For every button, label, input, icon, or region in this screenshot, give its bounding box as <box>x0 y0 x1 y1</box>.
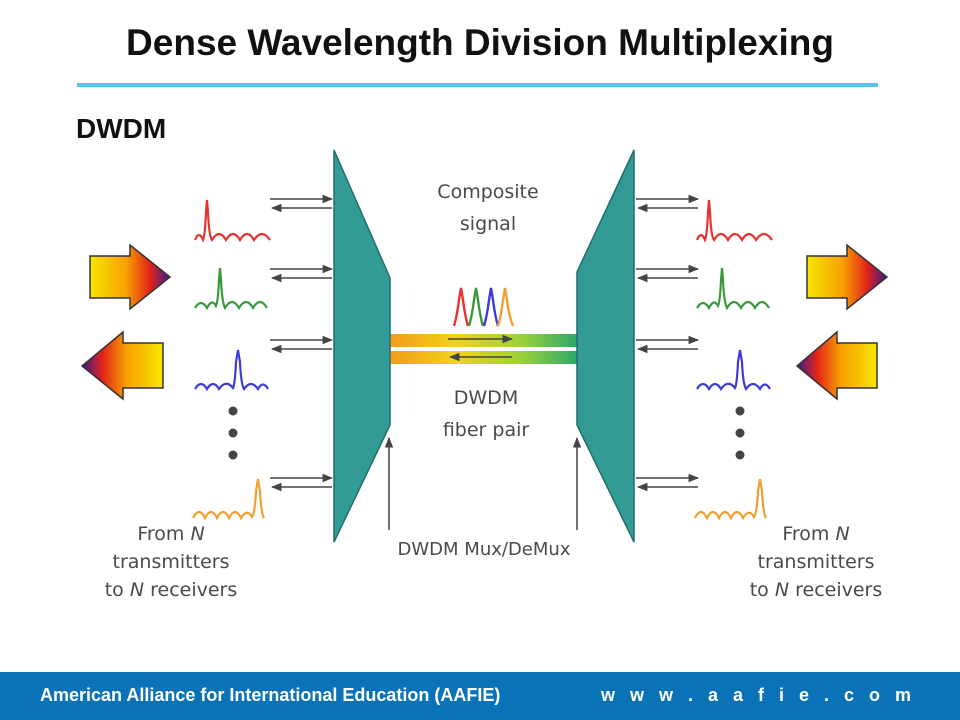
mux-demux-label: DWDM Mux/DeMux <box>397 539 571 560</box>
footer-website[interactable]: w w w . a a f i e . c o m <box>600 685 916 705</box>
right-caption-line1: From N <box>782 523 850 545</box>
right-caption: From N transmitters to N receivers <box>731 520 901 604</box>
dwdm-diagram <box>80 149 889 543</box>
right-red-spectrum <box>695 199 773 243</box>
composite-signal-label: Composite signal <box>418 178 558 238</box>
left-input-arrow <box>89 243 172 311</box>
right-blue-spectrum <box>696 349 771 392</box>
composite-signal-peaks <box>452 287 515 327</box>
left-caption: From N transmitters to N receivers <box>86 520 256 604</box>
slide-subtitle: DWDM <box>76 113 167 144</box>
title-underline <box>77 83 878 87</box>
left-red-spectrum <box>193 199 271 243</box>
composite-signal-line1: Composite <box>437 181 539 203</box>
fiber-pair-line1: DWDM <box>453 387 519 409</box>
fiber-pair-label: DWDM fiber pair <box>418 384 554 444</box>
right-caption-line3: to N receivers <box>749 579 883 601</box>
right-ellipsis-dots <box>735 406 745 460</box>
right-demux-block <box>576 149 635 543</box>
right-orange-spectrum <box>694 478 767 521</box>
footer-bar: American Alliance for International Educ… <box>0 672 960 720</box>
left-mux-block <box>333 149 391 543</box>
left-channel-arrows <box>270 194 334 492</box>
left-ellipsis-dots <box>228 406 238 460</box>
right-caption-line2: transmitters <box>757 551 875 573</box>
left-green-spectrum <box>194 267 268 311</box>
fiber-top <box>388 334 578 347</box>
left-blue-spectrum <box>194 349 269 392</box>
left-caption-line2: transmitters <box>112 551 230 573</box>
fiber-pair-line2: fiber pair <box>442 419 530 441</box>
right-channel-arrows <box>636 194 700 492</box>
left-output-arrow <box>80 330 164 401</box>
left-caption-line3: to N receivers <box>104 579 238 601</box>
right-green-spectrum <box>696 267 770 311</box>
left-caption-line1: From N <box>137 523 205 545</box>
right-output-arrow <box>806 243 889 311</box>
right-input-arrow <box>795 330 878 401</box>
slide-title: Dense Wavelength Division Multiplexing <box>126 22 834 63</box>
left-orange-spectrum <box>192 478 265 521</box>
composite-signal-line2: signal <box>459 213 517 235</box>
footer-organization: American Alliance for International Educ… <box>40 685 501 705</box>
